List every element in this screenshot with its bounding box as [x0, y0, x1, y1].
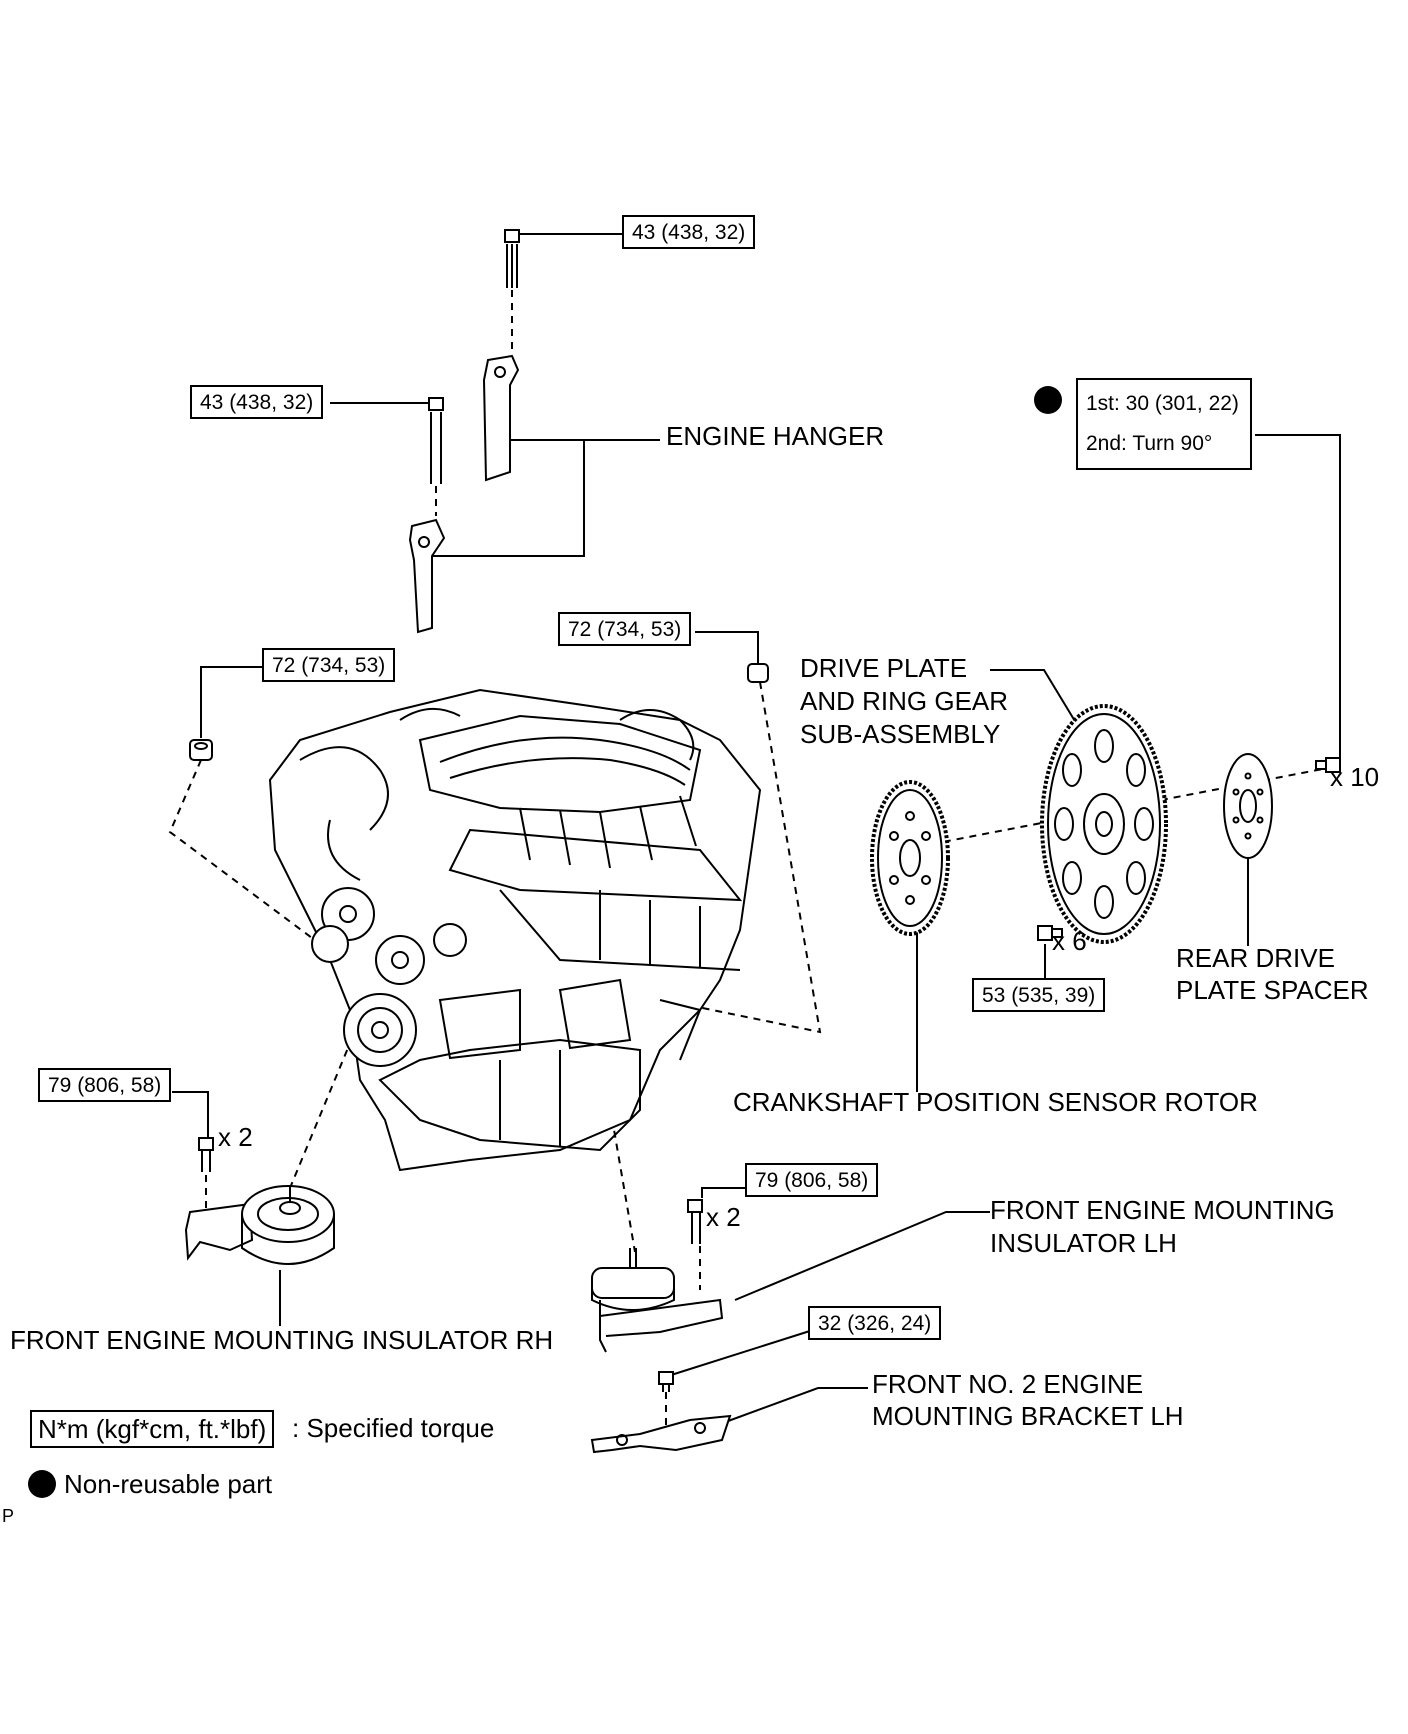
label-drive-plate-3: SUB-ASSEMBLY: [800, 719, 1001, 749]
nut-left: [189, 739, 213, 761]
qty-rh-bolts: x 2: [218, 1122, 253, 1152]
rh-insulator-bolt: [198, 1137, 214, 1172]
label-rear-spacer-2: PLATE SPACER: [1176, 975, 1369, 1005]
legend-torque-text: : Specified torque: [292, 1413, 495, 1443]
drive-plate-bolt: [1315, 757, 1341, 773]
engine-assembly: [268, 688, 762, 1172]
hanger-lower-bolt: [428, 397, 444, 484]
crankshaft-position-sensor-rotor: [870, 780, 950, 936]
hanger-upper-bolt: [504, 229, 520, 288]
legend-nonreusable-text: Non-reusable part: [64, 1469, 273, 1499]
nut-right: [747, 663, 769, 683]
label-engine-hanger: ENGINE HANGER: [666, 421, 885, 451]
label-crankshaft-rotor: CRANKSHAFT POSITION SENSOR ROTOR: [733, 1087, 1258, 1117]
label-insulator-rh: FRONT ENGINE MOUNTING INSULATOR RH: [10, 1325, 554, 1355]
bracket-bolt: [658, 1371, 674, 1392]
legend-torque-box: N*m (kgf*cm, ft.*lbf): [30, 1410, 275, 1448]
page-code: P: [2, 1506, 15, 1526]
qty-lh-bolts: x 2: [706, 1202, 741, 1232]
torque-rotor-bolt: 53 (535, 39): [972, 978, 1106, 1012]
front-no2-engine-mounting-bracket-lh: [590, 1414, 732, 1454]
torque-step-2: 2nd: Turn 90°: [1086, 432, 1213, 455]
qty-drive-plate-bolts: x 10: [1330, 762, 1380, 792]
label-drive-plate-1: DRIVE PLATE: [800, 653, 968, 683]
torque-rh-insulator-bolt: 79 (806, 58): [38, 1068, 172, 1102]
torque-drive-plate-bolt: 1st: 30 (301, 22) 2nd: Turn 90°: [1076, 378, 1252, 470]
front-engine-mounting-insulator-lh: [591, 1248, 724, 1353]
engine-hanger-lower: [408, 518, 446, 634]
label-insulator-lh-2: INSULATOR LH: [990, 1228, 1177, 1258]
engine-hanger-upper: [482, 354, 520, 482]
front-engine-mounting-insulator-rh: [184, 1185, 335, 1265]
rotor-bolt: [1037, 925, 1063, 941]
qty-rotor-bolts: x 6: [1052, 926, 1087, 956]
non-reusable-mark: [1034, 386, 1062, 414]
legend-nonreusable-dot: [28, 1470, 56, 1498]
leader-lines: [172, 233, 1341, 1425]
torque-step-1: 1st: 30 (301, 22): [1086, 392, 1239, 415]
torque-hanger-upper: 43 (438, 32): [622, 215, 756, 249]
drive-plate-ring-gear: [1040, 704, 1168, 944]
label-bracket-lh-2: MOUNTING BRACKET LH: [872, 1401, 1184, 1431]
torque-lh-insulator-bolt: 79 (806, 58): [745, 1163, 879, 1197]
torque-hanger-lower: 43 (438, 32): [190, 385, 324, 419]
label-rear-spacer-1: REAR DRIVE: [1176, 943, 1335, 973]
torque-bracket-bolt: 32 (326, 24): [808, 1306, 942, 1340]
label-bracket-lh-1: FRONT NO. 2 ENGINE: [872, 1369, 1144, 1399]
lh-insulator-bolt: [687, 1199, 703, 1244]
label-drive-plate-2: AND RING GEAR: [800, 686, 1009, 716]
label-insulator-lh-1: FRONT ENGINE MOUNTING: [990, 1195, 1335, 1225]
torque-nut-left: 72 (734, 53): [262, 648, 396, 682]
rear-drive-plate-spacer: [1223, 753, 1273, 859]
torque-nut-right: 72 (734, 53): [558, 612, 692, 646]
